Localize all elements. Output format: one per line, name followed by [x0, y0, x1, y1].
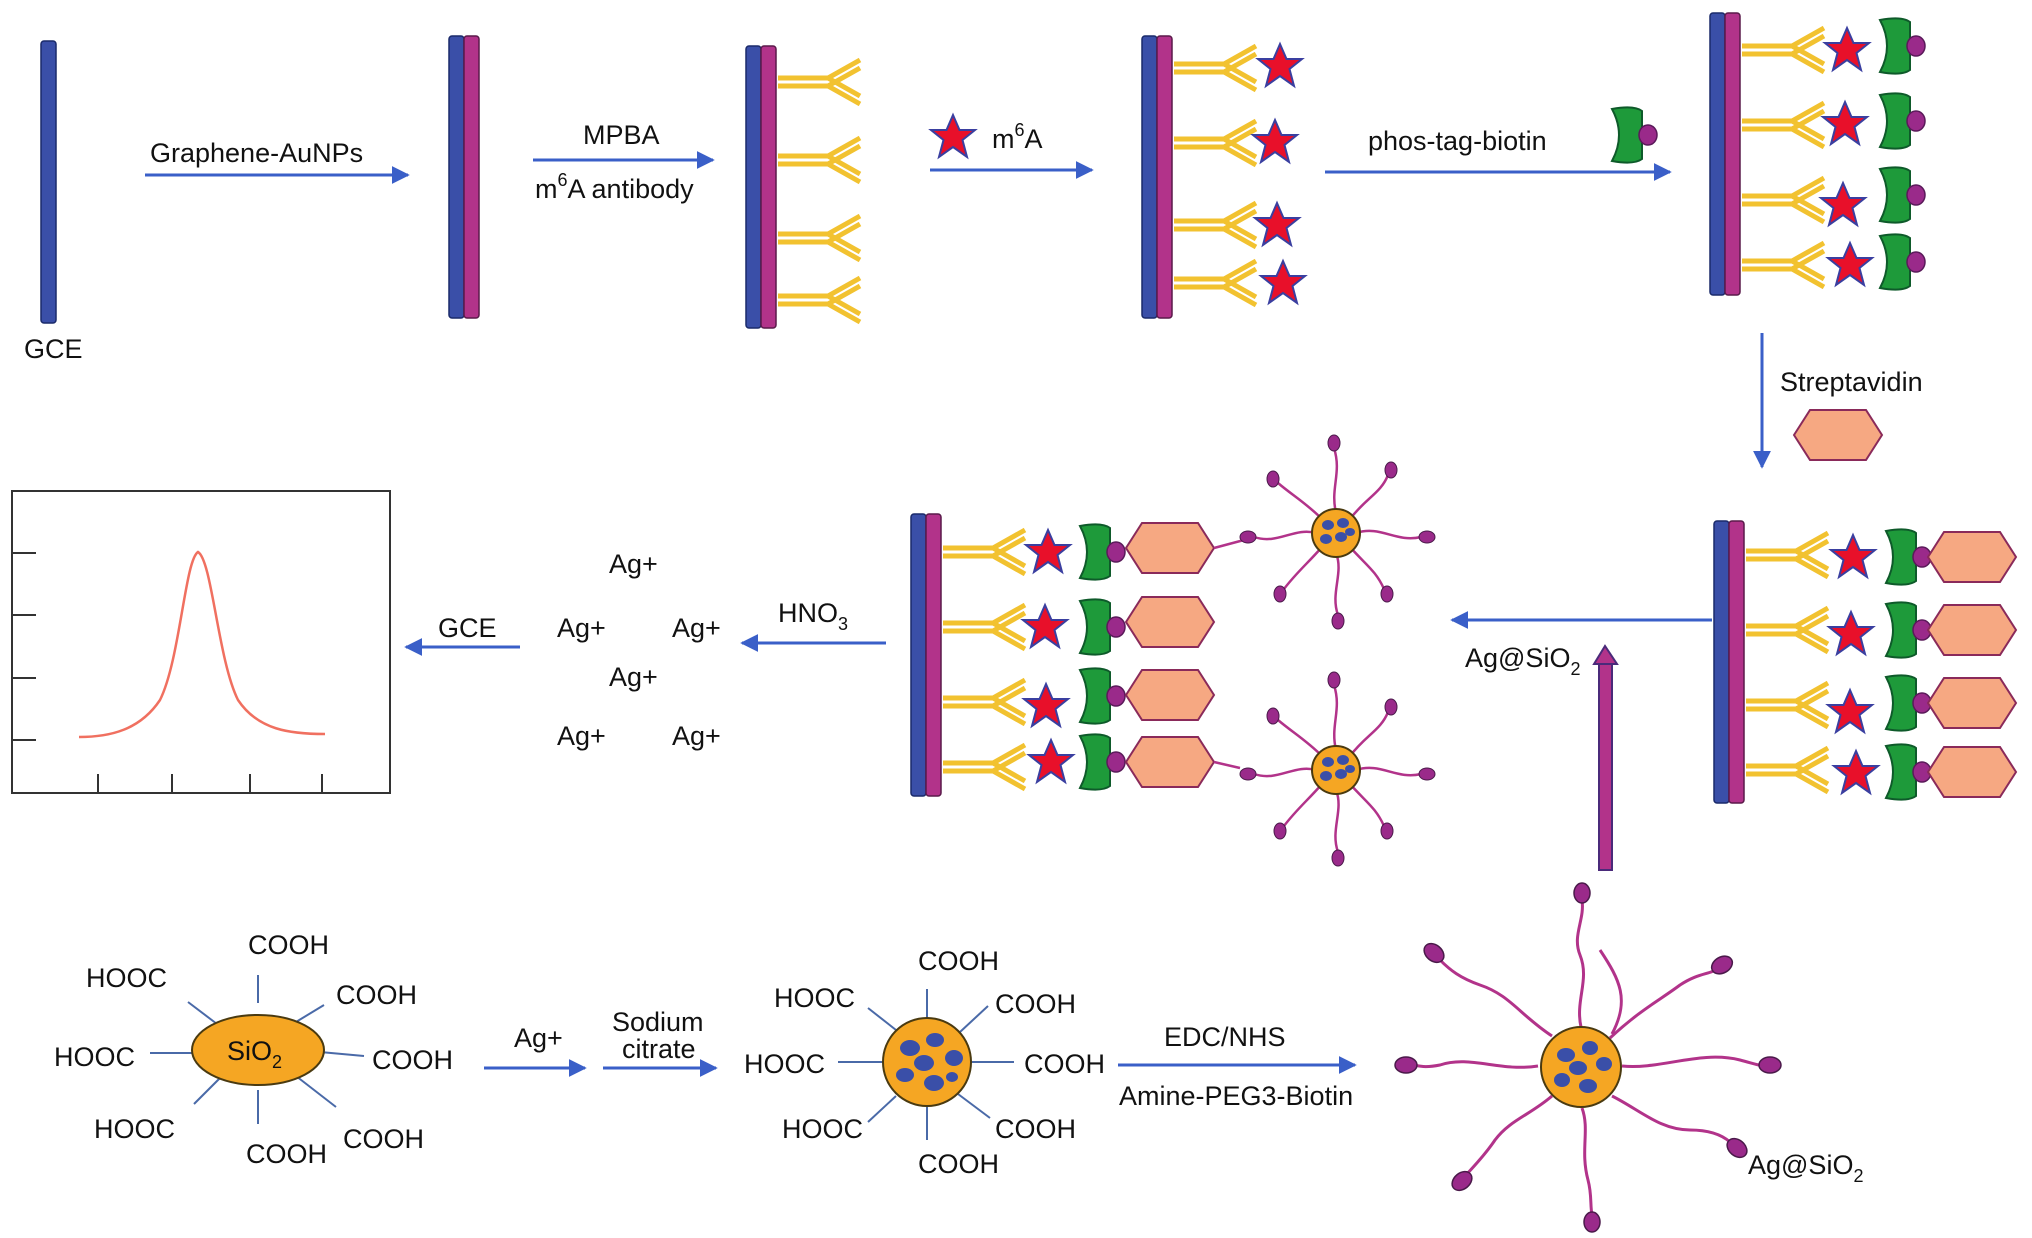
gce-electrode: [40, 40, 57, 324]
m6a-antibody-label: m6A antibody: [535, 170, 694, 204]
streptavidin-icon: [1793, 409, 1883, 461]
svg-text:Ag+: Ag+: [557, 613, 606, 643]
svg-text:Ag+: Ag+: [672, 613, 721, 643]
svg-text:COOH: COOH: [995, 1114, 1076, 1144]
modified-electrode-1: [448, 35, 480, 319]
sio2-particle: SiO2 COOH COOH COOH COOH COOH HOOC HOOC …: [54, 930, 453, 1169]
ag-loaded-sio2-particle: COOH COOH COOH COOH COOH HOOC HOOC HOOC: [744, 946, 1105, 1179]
ag-plus-step-label: Ag+: [514, 1023, 563, 1053]
ag-sio2-mid-label: Ag@SiO2: [1465, 643, 1580, 679]
svg-text:COOH: COOH: [918, 946, 999, 976]
svg-text:COOH: COOH: [995, 989, 1076, 1019]
antibody-electrode: [745, 45, 860, 329]
svg-text:HOOC: HOOC: [86, 963, 167, 993]
ag-sio2-bottom-label: Ag@SiO2: [1748, 1150, 1863, 1186]
mpba-label: MPBA: [583, 120, 660, 150]
svg-text:HOOC: HOOC: [54, 1042, 135, 1072]
svg-text:HOOC: HOOC: [744, 1049, 825, 1079]
streptavidin-label: Streptavidin: [1780, 367, 1923, 397]
voltammogram-plot: [11, 490, 391, 794]
svg-text:COOH: COOH: [372, 1045, 453, 1075]
ag-ions: Ag+ Ag+ Ag+ Ag+ Ag+ Ag+: [557, 549, 721, 751]
svg-text:HOOC: HOOC: [782, 1114, 863, 1144]
arrow-up-magenta: [1592, 644, 1619, 871]
m6a-bound-electrode: [1141, 35, 1306, 319]
hno3-label: HNO3: [778, 598, 848, 634]
phos-tag-biotin-label: phos-tag-biotin: [1368, 126, 1547, 156]
svg-text:COOH: COOH: [1024, 1049, 1105, 1079]
streptavidin-electrode: [1713, 520, 2017, 804]
svg-text:Ag+: Ag+: [609, 662, 658, 692]
svg-text:Ag+: Ag+: [557, 721, 606, 751]
citrate-label: citrate: [622, 1034, 696, 1064]
m6a-star-icon: [930, 114, 976, 158]
voltammogram-peak: [78, 550, 326, 739]
amine-peg3-biotin-label: Amine-PEG3-Biotin: [1119, 1081, 1353, 1111]
svg-text:COOH: COOH: [248, 930, 329, 960]
svg-text:COOH: COOH: [918, 1149, 999, 1179]
svg-text:SiO2: SiO2: [227, 1036, 282, 1072]
ag-sio2-peg-biotin-particle: [1394, 882, 1782, 1233]
svg-text:Ag+: Ag+: [609, 549, 658, 579]
edc-nhs-label: EDC/NHS: [1164, 1022, 1286, 1052]
svg-text:COOH: COOH: [336, 980, 417, 1010]
svg-text:COOH: COOH: [343, 1124, 424, 1154]
phos-tag-electrode: [1709, 12, 1926, 296]
svg-text:Ag+: Ag+: [672, 721, 721, 751]
sodium-label: Sodium: [612, 1007, 704, 1037]
graphene-aunps-label: Graphene-AuNPs: [150, 138, 363, 168]
svg-text:COOH: COOH: [246, 1139, 327, 1169]
sandwich-electrode: [910, 433, 1437, 868]
m6a-label: m6A: [992, 120, 1043, 154]
gce-label: GCE: [24, 334, 83, 364]
gce-arrow-label: GCE: [438, 613, 497, 643]
svg-text:HOOC: HOOC: [774, 983, 855, 1013]
phos-tag-biotin-icon: [1611, 106, 1658, 164]
svg-text:HOOC: HOOC: [94, 1114, 175, 1144]
